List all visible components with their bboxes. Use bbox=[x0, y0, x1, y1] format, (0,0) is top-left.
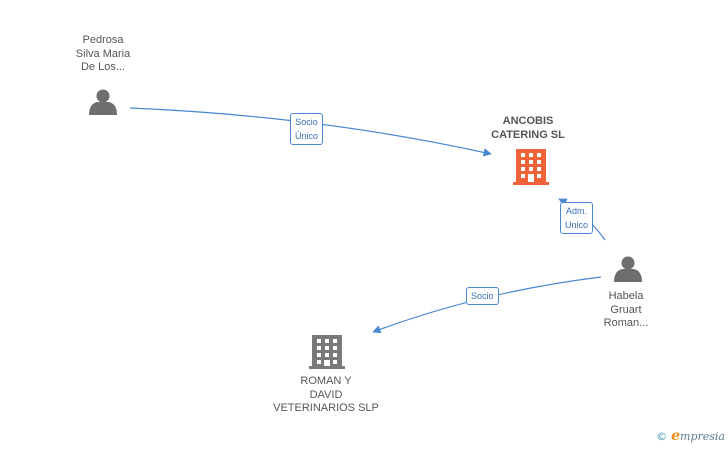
node-label-pedrosa[interactable]: Pedrosa Silva Maria De Los... bbox=[53, 34, 153, 75]
building-icon[interactable] bbox=[309, 335, 345, 369]
person-icon[interactable] bbox=[89, 89, 117, 116]
edge-label-line: Unico bbox=[565, 220, 589, 230]
edge-label-socio[interactable]: Socio bbox=[466, 287, 499, 305]
brand-name: mpresia bbox=[680, 430, 725, 443]
edge-label-line: Adm. bbox=[566, 206, 588, 216]
building-icon[interactable] bbox=[513, 149, 549, 185]
node-label-line: VETERINARIOS SLP bbox=[273, 402, 379, 414]
node-label-line: Gruart bbox=[610, 303, 642, 316]
node-label-line: CATERING SL bbox=[491, 129, 565, 141]
node-label-ancobis[interactable]: ANCOBIS CATERING SL bbox=[468, 114, 588, 142]
node-label-line: ANCOBIS bbox=[502, 115, 554, 127]
edge-label-socio-unico[interactable]: Socio Único bbox=[290, 113, 324, 145]
edge-label-adm-unico[interactable]: Adm. Unico bbox=[560, 202, 594, 234]
node-label-habela[interactable]: Habela Gruart Roman... bbox=[576, 290, 676, 331]
edge-label-line: Socio bbox=[295, 117, 318, 127]
copyright-icon: © bbox=[656, 430, 668, 443]
node-label-line: Pedrosa bbox=[82, 34, 124, 46]
node-label-line: Silva Maria bbox=[75, 47, 131, 60]
edge-label-line: Único bbox=[295, 131, 319, 141]
node-label-line: DAVID bbox=[309, 388, 343, 401]
node-label-line: ROMAN Y bbox=[300, 375, 352, 387]
node-label-line: De Los... bbox=[80, 61, 126, 73]
edge-label-line: Socio bbox=[471, 291, 494, 301]
node-label-line: Roman... bbox=[603, 317, 649, 329]
empresia-logo: ©empresia bbox=[656, 428, 725, 444]
brand-initial: e bbox=[671, 428, 681, 444]
person-icon[interactable] bbox=[614, 256, 642, 283]
node-label-roman[interactable]: ROMAN Y DAVID VETERINARIOS SLP bbox=[264, 375, 388, 416]
node-label-line: Habela bbox=[608, 290, 644, 302]
